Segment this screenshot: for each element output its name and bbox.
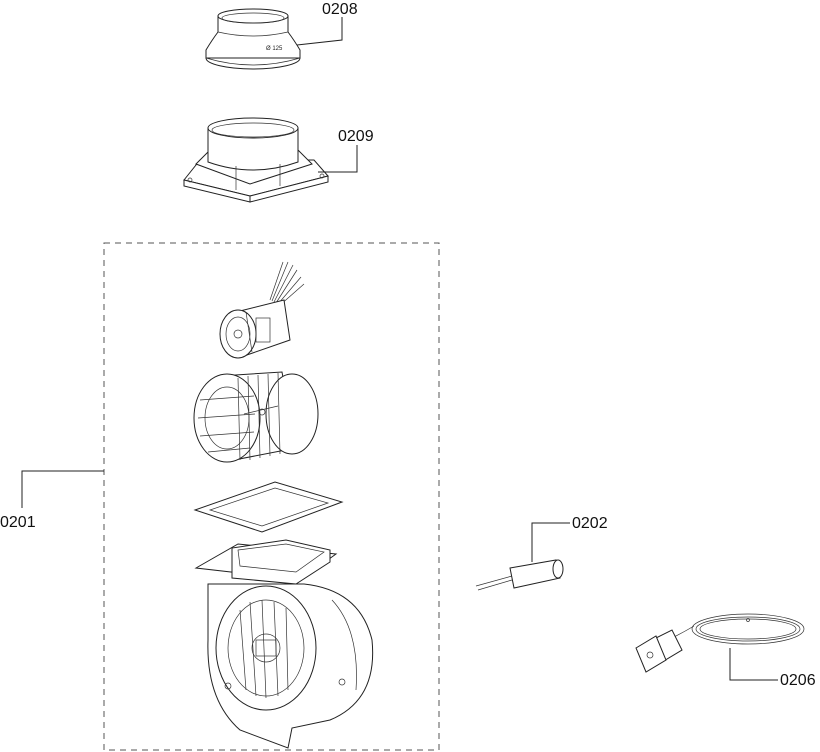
part-0209-mounting-plate xyxy=(183,117,329,203)
leader-0202 xyxy=(531,522,570,562)
leader-0206 xyxy=(729,648,778,681)
blower-housing xyxy=(194,539,374,749)
leader-0209 xyxy=(318,145,358,173)
label-0201: 0201 xyxy=(0,514,36,531)
part-0208-duct-adapter: Ø 125 xyxy=(205,8,301,70)
group-0201-box xyxy=(103,242,440,751)
leader-0208 xyxy=(296,17,343,46)
label-0208: 0208 xyxy=(322,1,358,18)
label-0209: 0209 xyxy=(338,128,374,145)
label-0202: 0202 xyxy=(572,515,608,532)
label-0206: 0206 xyxy=(780,672,816,689)
motor xyxy=(219,261,305,359)
gasket-frame xyxy=(193,481,344,533)
part-0208-marking: Ø 125 xyxy=(266,46,283,52)
leader-0201 xyxy=(21,470,104,508)
part-0206-power-cord xyxy=(635,613,805,673)
blower-wheel xyxy=(193,371,319,463)
part-0202-capacitor xyxy=(475,559,564,591)
